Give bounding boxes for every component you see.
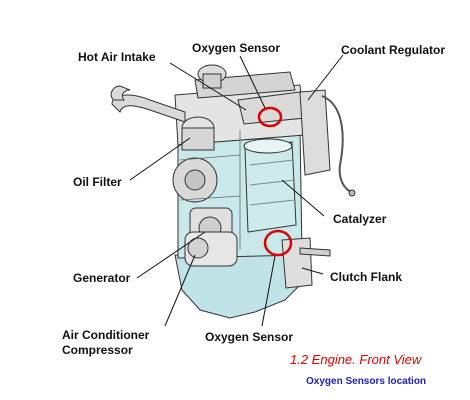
label-oxygen-sensor-bottom: Oxygen Sensor (205, 330, 294, 344)
leader-oil-filter (129, 137, 191, 181)
label-generator: Generator (73, 271, 131, 285)
label-ac-compressor-line1: Air Conditioner (62, 328, 150, 342)
leader-oxygen-sensor-top (239, 55, 266, 109)
label-catalyzer: Catalyzer (333, 212, 387, 226)
label-oxygen-sensor-top: Oxygen Sensor (192, 41, 281, 55)
label-hot-air-intake: Hot Air Intake (78, 50, 156, 64)
coolant-hose (321, 95, 353, 193)
clutch-flank-body (281, 237, 313, 289)
caption-engine-view: 1.2 Engine. Front View (290, 352, 422, 367)
subcaption-sensor-location: Oxygen Sensors location (306, 376, 427, 387)
label-coolant-regulator: Coolant Regulator (341, 43, 445, 57)
leader-oxygen-sensor-bottom (261, 255, 276, 327)
coolant-regulator-body (299, 89, 331, 176)
leader-catalyzer (281, 179, 325, 217)
leader-lines (129, 54, 344, 327)
leader-generator (136, 231, 206, 279)
leader-clutch-flank (301, 267, 324, 275)
leader-ac-compressor (164, 254, 196, 327)
label-oil-filter: Oil Filter (73, 175, 122, 189)
engine-body (110, 64, 356, 319)
label-clutch-flank: Clutch Flank (330, 270, 403, 284)
oxygen-sensor-bottom-marker (263, 229, 293, 257)
leader-coolant-regulator (307, 54, 344, 101)
oxygen-sensor-top-marker (257, 106, 283, 128)
leader-hot-air-intake (169, 62, 247, 111)
label-ac-compressor-line2: Compressor (62, 343, 133, 357)
catalyzer-body (244, 141, 297, 233)
